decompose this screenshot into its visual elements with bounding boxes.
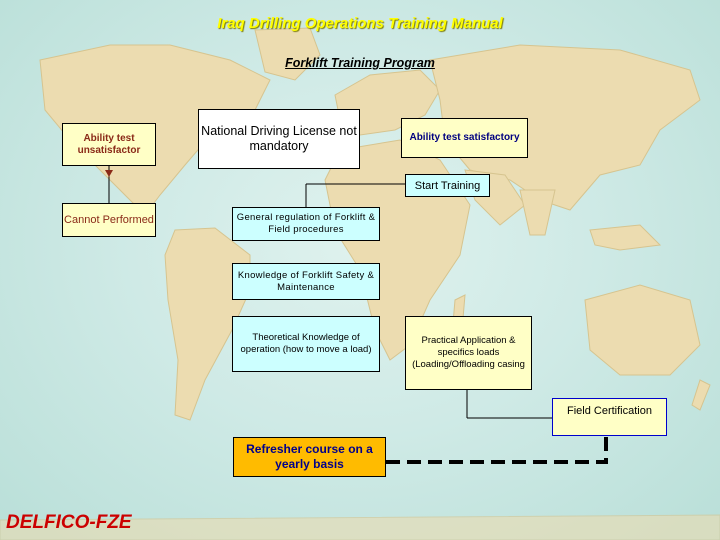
general-regulation-box: General regulation of Forklift & Field p… bbox=[232, 207, 380, 241]
start-training-box: Start Training bbox=[405, 174, 490, 197]
national-license-box: National Driving License not mandatory bbox=[198, 109, 360, 169]
ability-unsatisfactory-box: Ability test unsatisfactor bbox=[62, 123, 156, 166]
cannot-performed-box: Cannot Performed bbox=[62, 203, 156, 237]
program-subtitle: Forklift Training Program bbox=[285, 56, 435, 70]
field-certification-box: Field Certification bbox=[552, 398, 667, 436]
manual-title: Iraq Drilling Operations Training Manual bbox=[217, 15, 503, 32]
company-logo: DELFICO-FZE bbox=[6, 512, 132, 533]
refresher-course-box: Refresher course on a yearly basis bbox=[233, 437, 386, 477]
knowledge-forklift-box: Knowledge of Forklift Safety & Maintenan… bbox=[232, 263, 380, 300]
ability-satisfactory-box: Ability test satisfactory bbox=[401, 118, 528, 158]
theoretical-knowledge-box: Theoretical Knowledge of operation (how … bbox=[232, 316, 380, 372]
practical-application-box: Practical Application & specifics loads … bbox=[405, 316, 532, 390]
